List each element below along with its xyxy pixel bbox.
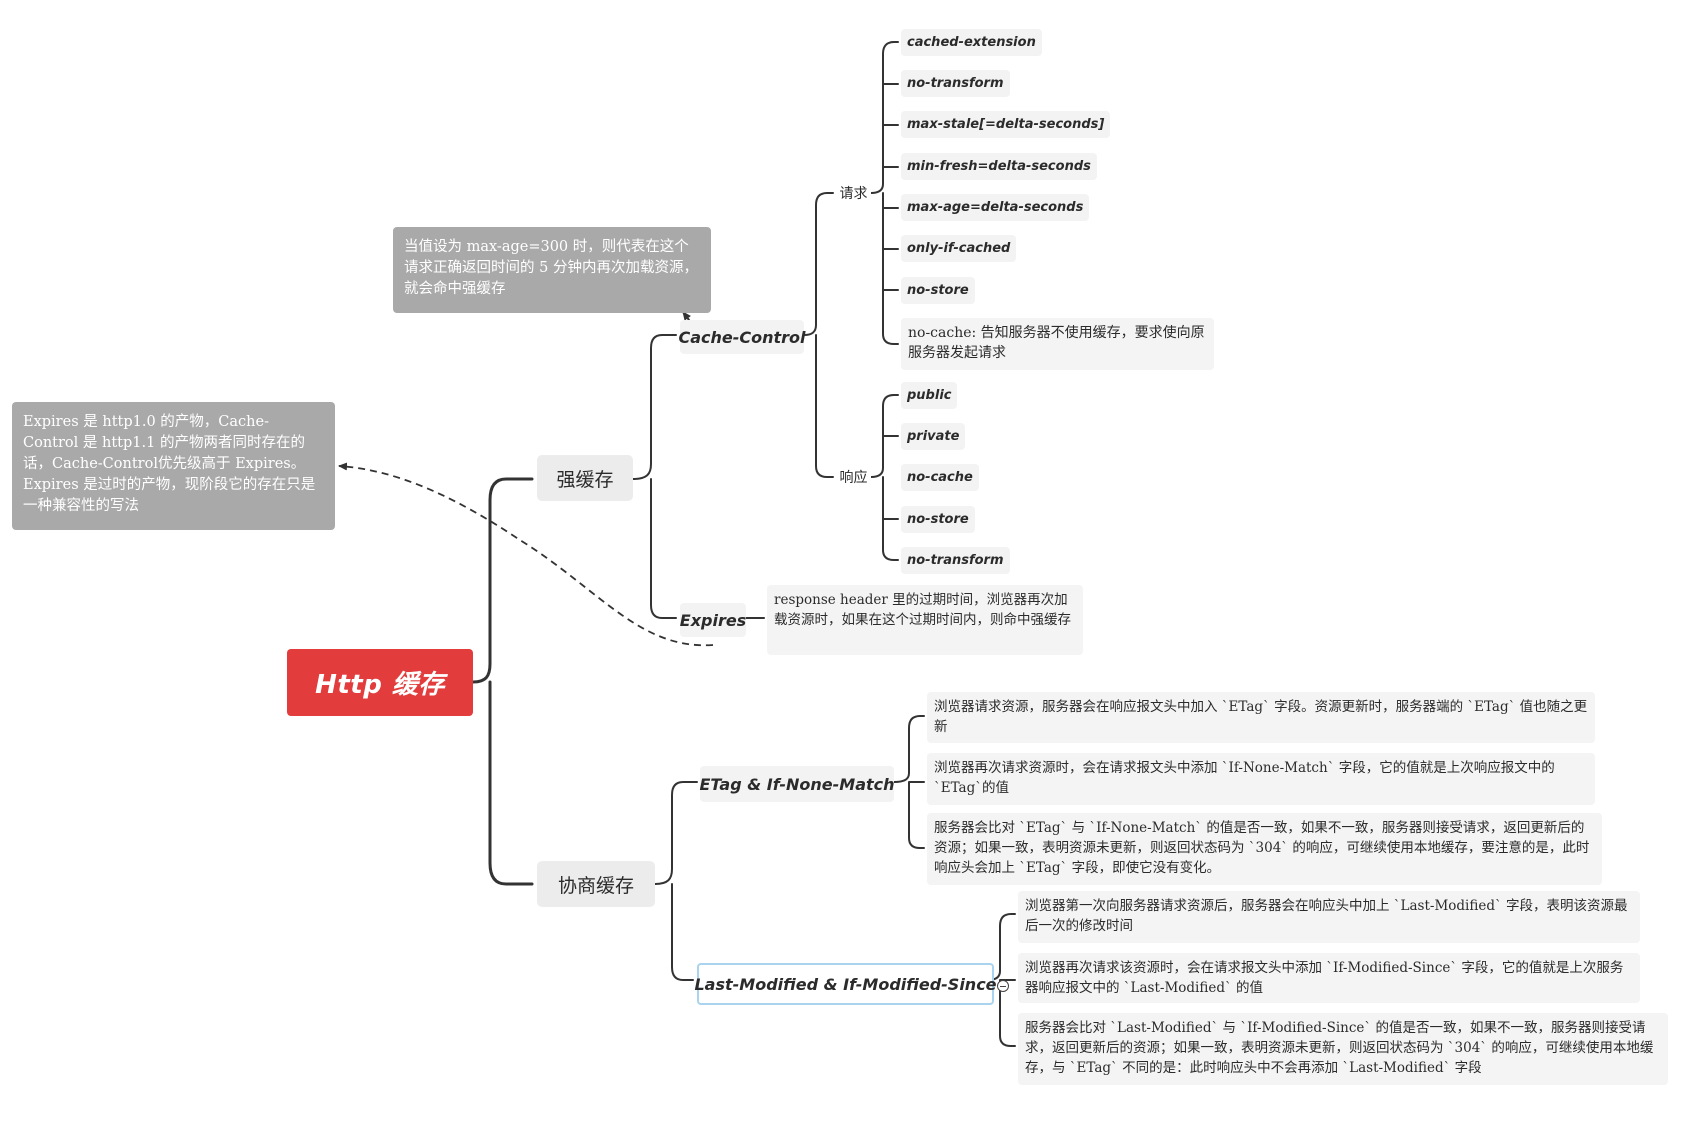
etag-item[interactable]: 浏览器再次请求资源时，会在请求报文头中添加 `If-None-Match` 字段… bbox=[927, 753, 1595, 805]
response-item[interactable]: no-store bbox=[901, 506, 975, 533]
cache-control-node[interactable]: Cache-Control bbox=[678, 320, 806, 354]
response-bracket bbox=[870, 394, 899, 561]
response-tag[interactable]: 响应 bbox=[836, 465, 871, 489]
etag-node[interactable]: ETag & If-None-Match bbox=[699, 766, 895, 802]
expires-compat-note[interactable]: Expires 是 http1.0 的产物，Cache-Control 是 ht… bbox=[12, 402, 335, 530]
last-modified-item[interactable]: 浏览器第一次向服务器请求资源后，服务器会在响应头中加上 `Last-Modifi… bbox=[1018, 891, 1640, 943]
response-item[interactable]: no-cache bbox=[901, 464, 979, 491]
request-item[interactable]: min-fresh=delta-seconds bbox=[901, 153, 1097, 180]
last-modified-item[interactable]: 浏览器再次请求该资源时，会在请求报文头中添加 `If-Modified-Sinc… bbox=[1018, 953, 1640, 1003]
strong-cache-node[interactable]: 强缓存 bbox=[537, 455, 633, 501]
negotiate-cache-node[interactable]: 协商缓存 bbox=[537, 861, 655, 907]
etag-bracket bbox=[893, 715, 925, 849]
max-age-note-link bbox=[682, 311, 691, 321]
last-modified-node[interactable]: Last-Modified & If-Modified-Since bbox=[694, 963, 997, 1005]
request-tag[interactable]: 请求 bbox=[836, 181, 871, 205]
response-item[interactable]: private bbox=[901, 423, 966, 450]
strong-bracket bbox=[632, 334, 677, 619]
expires-note-link bbox=[338, 462, 714, 647]
request-item-no-cache[interactable]: no-cache: 告知服务器不使用缓存，要求使向原服务器发起请求 bbox=[901, 318, 1214, 370]
etag-item[interactable]: 服务器会比对 `ETag` 与 `If-None-Match` 的值是否一致，如… bbox=[927, 813, 1602, 885]
response-item[interactable]: no-transform bbox=[901, 547, 1010, 574]
root-node[interactable]: Http 缓存 bbox=[287, 649, 473, 716]
request-item[interactable]: only-if-cached bbox=[901, 235, 1017, 262]
expires-node[interactable]: Expires bbox=[680, 603, 746, 637]
request-item[interactable]: cached-extension bbox=[901, 29, 1042, 56]
request-item[interactable]: no-store bbox=[901, 277, 975, 304]
request-bracket bbox=[870, 41, 899, 345]
request-item[interactable]: max-stale[=delta-seconds] bbox=[901, 111, 1111, 138]
cache-control-bracket bbox=[803, 192, 834, 478]
negotiate-bracket bbox=[654, 781, 698, 981]
request-item[interactable]: max-age=delta-seconds bbox=[901, 194, 1090, 221]
request-item[interactable]: no-transform bbox=[901, 70, 1010, 97]
etag-item[interactable]: 浏览器请求资源，服务器会在响应报文头中加入 `ETag` 字段。资源更新时，服务… bbox=[927, 692, 1595, 743]
response-item[interactable]: public bbox=[901, 382, 958, 409]
last-modified-item[interactable]: 服务器会比对 `Last-Modified` 与 `If-Modified-Si… bbox=[1018, 1013, 1668, 1085]
max-age-note[interactable]: 当值设为 max-age=300 时，则代表在这个请求正确返回时间的 5 分钟内… bbox=[393, 227, 711, 313]
root-bracket bbox=[471, 477, 534, 886]
collapse-toggle-icon[interactable] bbox=[997, 980, 1009, 992]
expires-desc[interactable]: response header 里的过期时间，浏览器再次加载资源时，如果在这个过… bbox=[767, 585, 1083, 655]
